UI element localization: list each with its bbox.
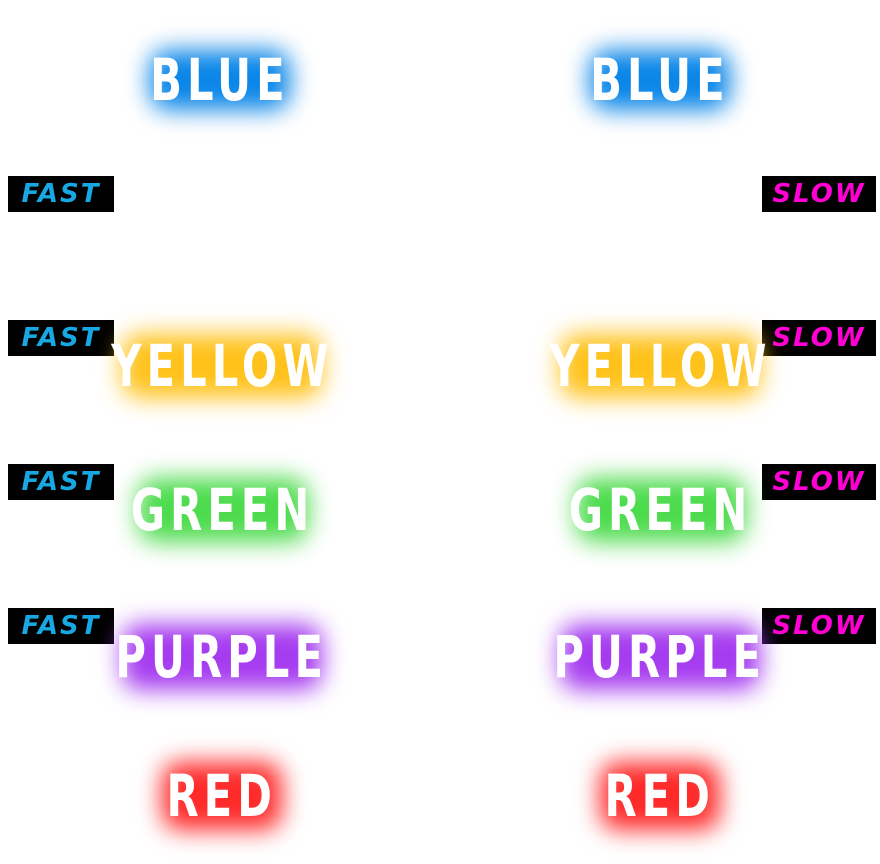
yellow-glow-label-left: YELLOW bbox=[110, 326, 334, 406]
slow-badge: SLOW bbox=[762, 608, 876, 644]
fast-badge: FAST bbox=[8, 320, 114, 356]
green-glow bbox=[576, 478, 746, 542]
word-label: YELLOW bbox=[110, 332, 334, 400]
red-glow bbox=[600, 762, 720, 830]
purple-glow bbox=[122, 624, 322, 690]
green-glow-label-left: GREEN bbox=[128, 470, 318, 550]
yellow-glow bbox=[122, 334, 322, 398]
yellow-glow-label-right: YELLOW bbox=[548, 326, 772, 406]
fast-badge: FAST bbox=[8, 464, 114, 500]
word-label: YELLOW bbox=[548, 332, 772, 400]
blue-glow bbox=[590, 50, 730, 110]
purple-glow-label-right: PURPLE bbox=[550, 616, 770, 698]
slow-badge: SLOW bbox=[762, 176, 876, 212]
slow-badge: SLOW bbox=[762, 320, 876, 356]
blue-glow-label-right: BLUE bbox=[580, 42, 740, 118]
green-glow-label-right: GREEN bbox=[566, 470, 756, 550]
yellow-glow bbox=[560, 334, 760, 398]
word-label: BLUE bbox=[590, 46, 730, 114]
fast-badge: FAST bbox=[8, 176, 114, 212]
purple-glow bbox=[560, 624, 760, 690]
word-label: GREEN bbox=[131, 476, 315, 544]
purple-glow-label-left: PURPLE bbox=[112, 616, 332, 698]
blue-glow bbox=[150, 50, 290, 110]
red-glow bbox=[162, 762, 282, 830]
blue-glow-label-left: BLUE bbox=[140, 42, 300, 118]
word-label: RED bbox=[604, 762, 716, 830]
word-label: GREEN bbox=[569, 476, 753, 544]
slow-badge: SLOW bbox=[762, 464, 876, 500]
red-glow-label-right: RED bbox=[590, 754, 730, 838]
word-label: RED bbox=[166, 762, 278, 830]
fast-badge: FAST bbox=[8, 608, 114, 644]
green-glow bbox=[138, 478, 308, 542]
word-label: PURPLE bbox=[553, 623, 767, 691]
red-glow-label-left: RED bbox=[152, 754, 292, 838]
word-label: BLUE bbox=[150, 46, 290, 114]
word-label: PURPLE bbox=[115, 623, 329, 691]
